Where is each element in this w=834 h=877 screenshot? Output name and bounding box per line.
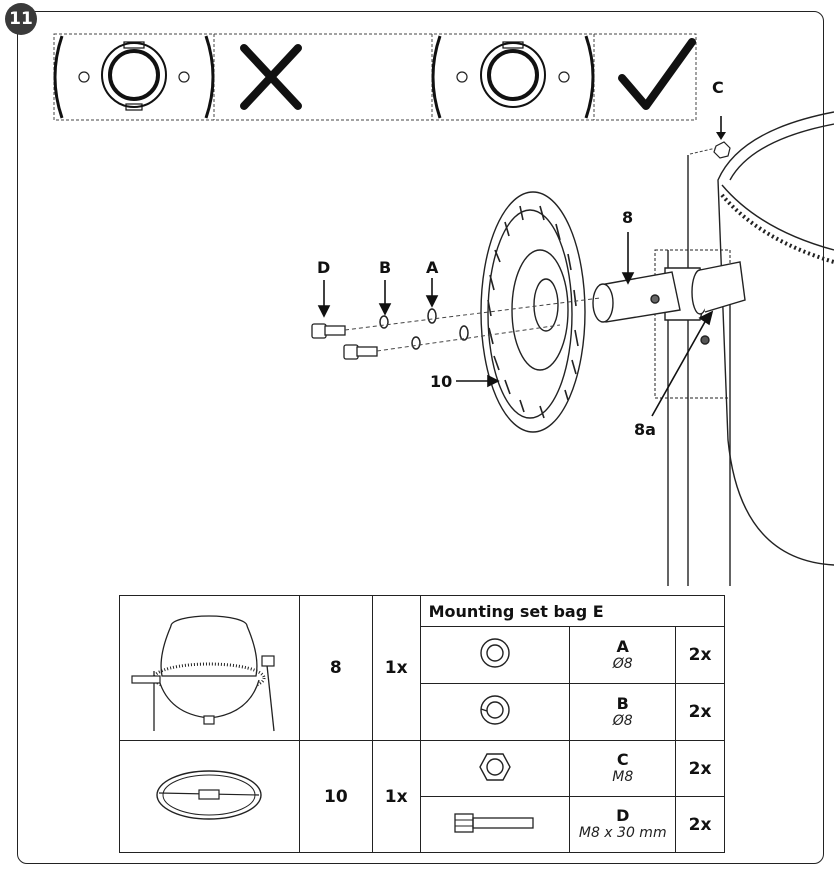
washers-ab [379, 308, 469, 350]
kettle-body [667, 111, 834, 586]
hardware-d-quantity: 2x [675, 796, 725, 853]
washer-icon [419, 626, 571, 685]
instruction-frame [17, 11, 824, 864]
bolt-d-lower [343, 344, 378, 360]
orientation-check-panel [53, 33, 697, 121]
hardware-b-spec: Ø8 [612, 712, 633, 729]
hardware-d-spec: M8 x 30 mm [578, 825, 667, 841]
hardware-c-code: C [616, 750, 629, 769]
hinge-bracket-8a [654, 249, 746, 399]
wheel-thumbnail [119, 740, 300, 853]
bolt-d-upper [311, 323, 346, 339]
label-part-a: A [426, 258, 439, 277]
label-part-8: 8 [622, 208, 634, 227]
label-part-10: 10 [430, 372, 453, 391]
hardware-c-quantity: 2x [675, 740, 725, 797]
hardware-d-cell: D M8 x 30 mm [569, 796, 677, 853]
part-10-quantity: 1x [371, 740, 421, 853]
pointer-arrows [317, 232, 714, 417]
assembly-lines [344, 297, 601, 352]
part-8-number: 8 [298, 595, 373, 741]
label-part-b: B [379, 258, 392, 277]
kettle-thumbnail [119, 595, 300, 741]
bag-title: Mounting set bag E [419, 594, 726, 628]
hardware-a-quantity: 2x [675, 626, 725, 685]
correct-mark-icon [618, 38, 696, 110]
hardware-a-spec: Ø8 [612, 655, 633, 672]
wrong-mark-icon [240, 44, 302, 110]
label-part-d: D [317, 258, 331, 277]
wheel-part-10 [480, 191, 586, 433]
hardware-a-cell: A Ø8 [569, 626, 677, 685]
hardware-d-code: D [616, 806, 630, 825]
hardware-c-cell: C M8 [569, 740, 677, 797]
spring-washer-icon [419, 683, 571, 741]
tube-part-8 [592, 271, 681, 323]
label-part-8a: 8a [634, 420, 656, 439]
hardware-a-code: A [616, 636, 629, 656]
hardware-b-quantity: 2x [675, 683, 725, 741]
label-part-c: C [712, 78, 724, 97]
step-number-badge: 11 [5, 3, 37, 35]
correct-orientation-ring [431, 35, 595, 119]
hardware-b-code: B [616, 693, 629, 713]
part-10-number: 10 [298, 740, 373, 853]
part-8-quantity: 1x [371, 595, 421, 741]
hardware-c-spec: M8 [612, 769, 634, 785]
wrong-orientation-ring [53, 35, 215, 119]
nut-c [689, 116, 731, 159]
bolt-icon [419, 796, 571, 853]
hex-nut-icon [419, 740, 571, 797]
parts-table: 8 1x Mounting set bag E A Ø8 2x B Ø8 2x [119, 594, 726, 853]
hardware-b-cell: B Ø8 [569, 683, 677, 741]
